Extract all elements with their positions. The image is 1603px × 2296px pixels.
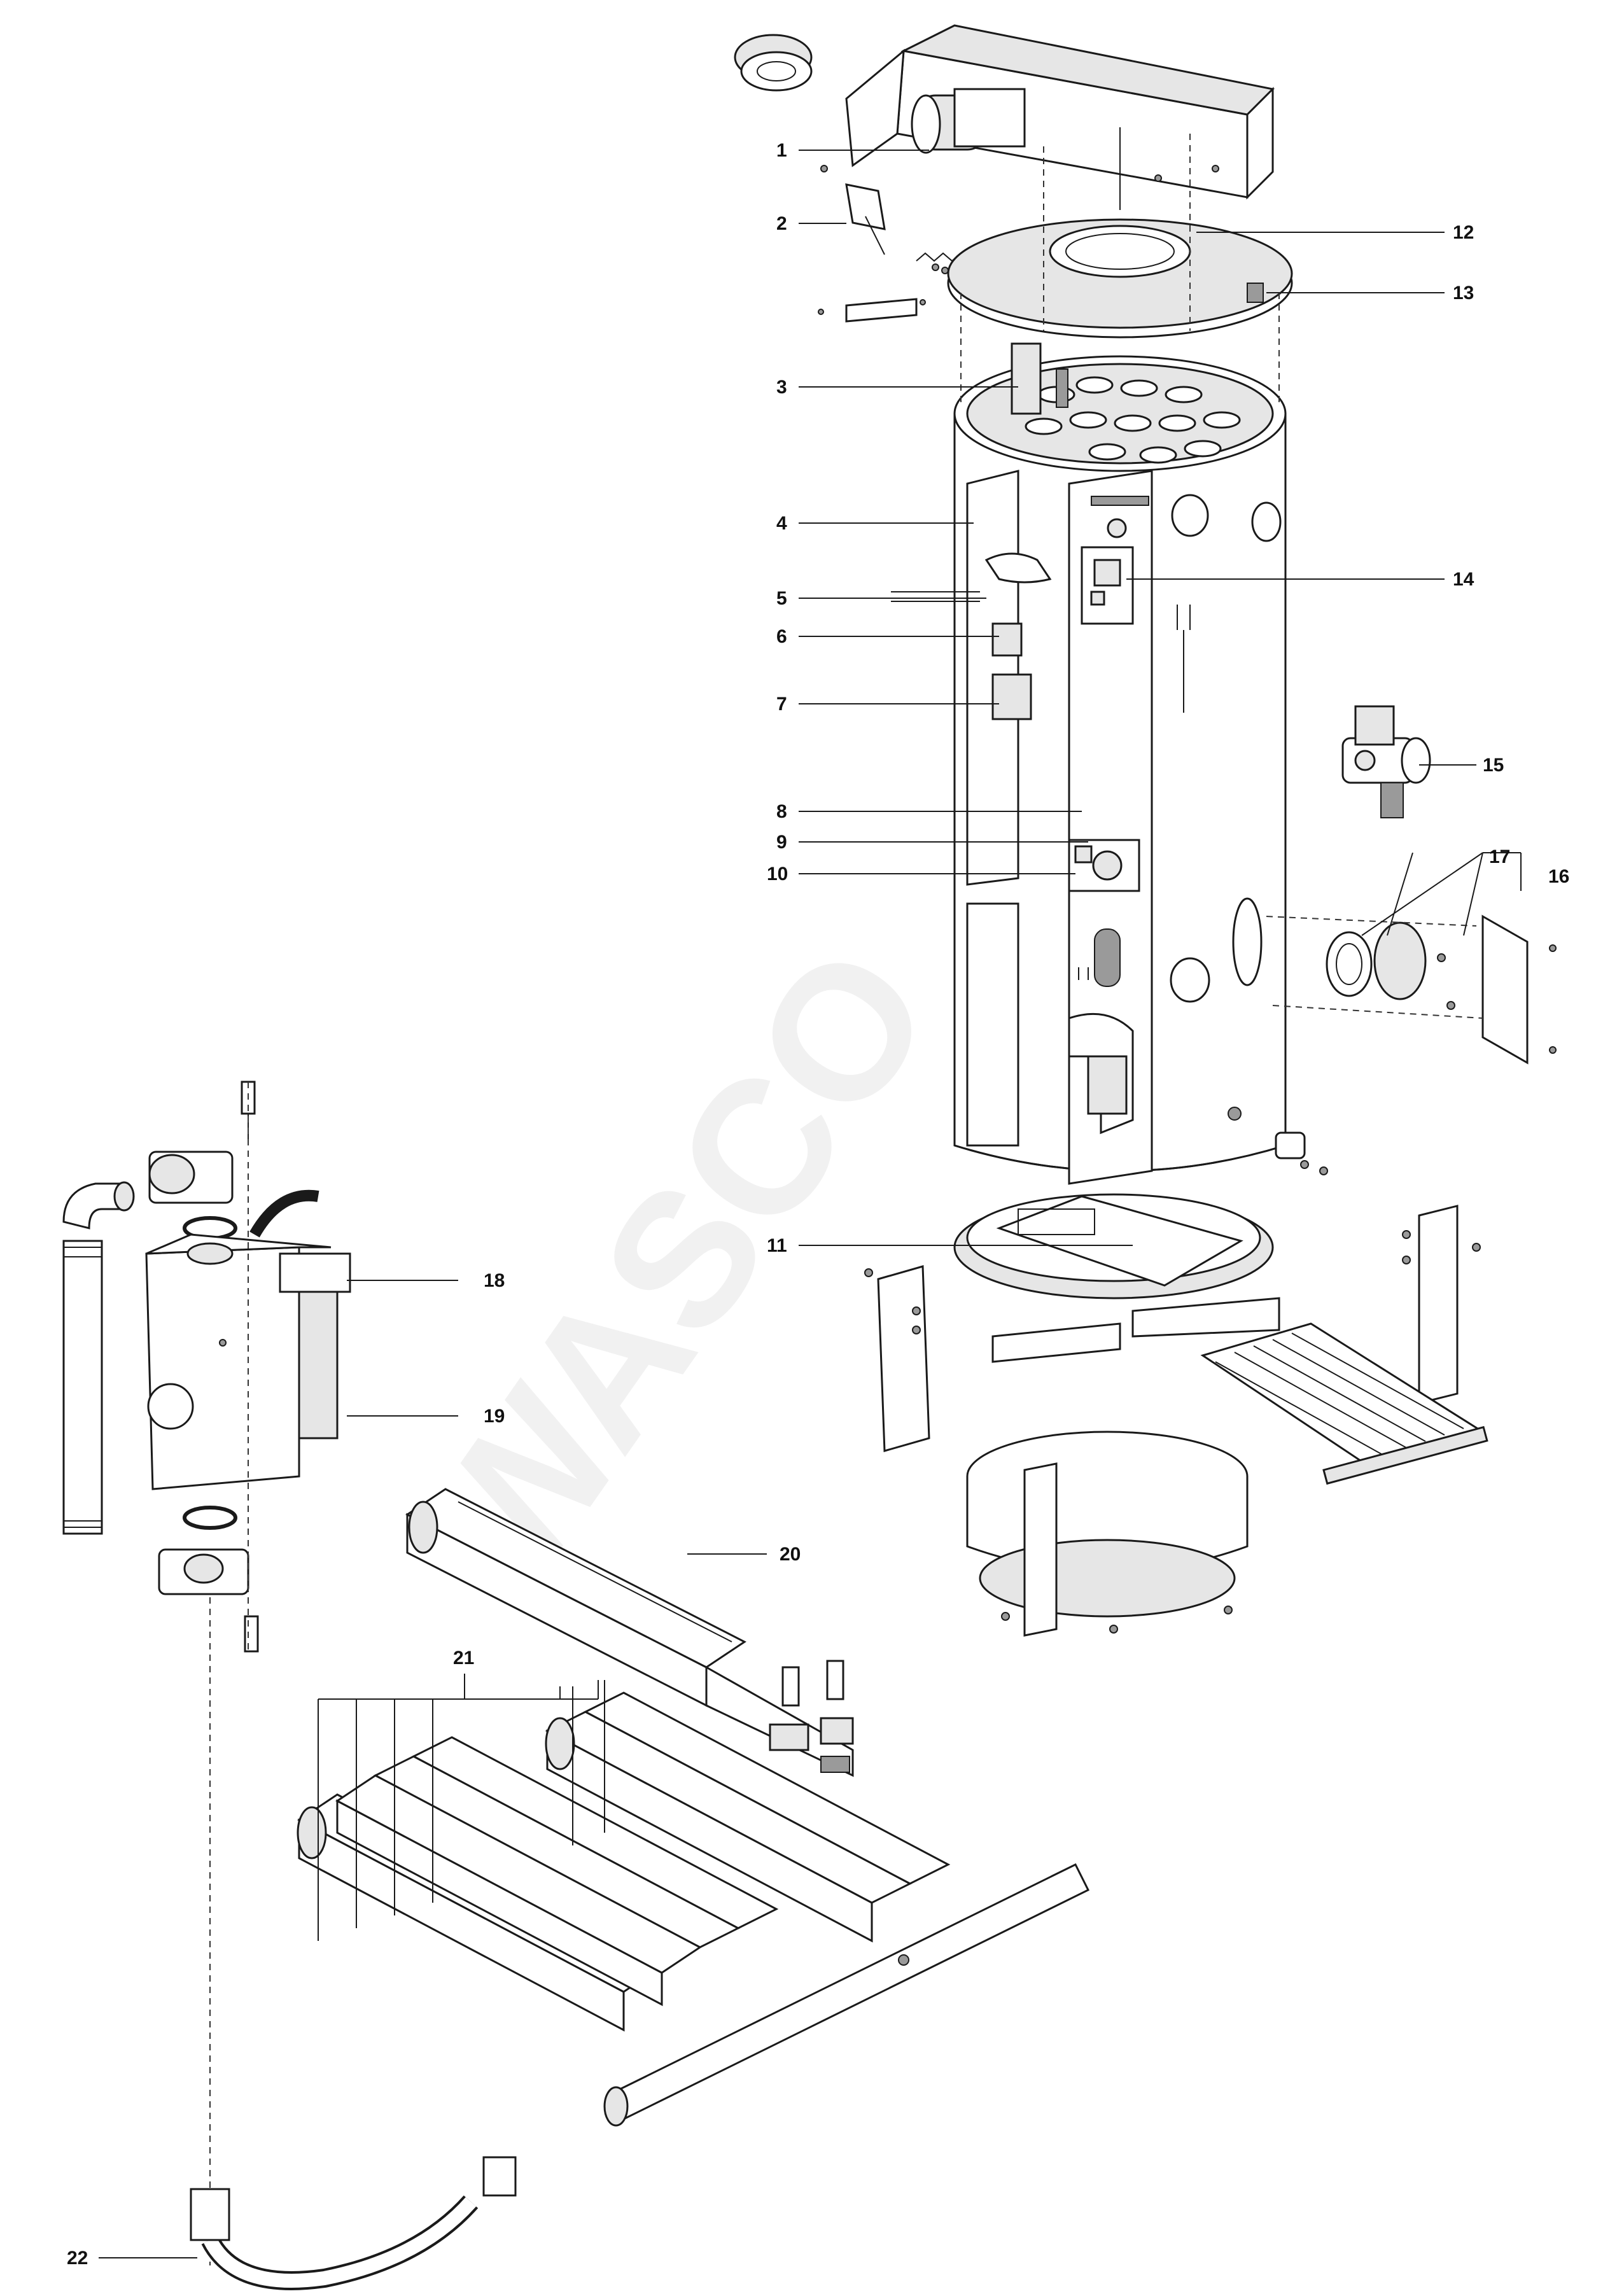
callout-4: 4 [776, 513, 787, 534]
burner-tray-pan [966, 1431, 1249, 1637]
o-ring-bottom [183, 1506, 237, 1530]
callout-3: 3 [776, 377, 787, 398]
burner-tray-support [991, 1297, 1280, 1363]
callout-21: 21 [453, 1648, 474, 1669]
single-burner [405, 1488, 854, 1777]
callout-labels: 1 2 3 4 5 6 7 8 9 10 11 12 13 14 15 16 1… [67, 140, 1569, 2269]
bracket-plate [818, 298, 926, 323]
drain-valve [1275, 1131, 1328, 1175]
callout-13: 13 [1453, 283, 1474, 304]
callout-16: 16 [1548, 866, 1569, 887]
flex-gas-connector [190, 2156, 517, 2290]
callout-7: 7 [776, 694, 787, 715]
mini-burner-manifold [1200, 1322, 1488, 1485]
right-side-bracket [1402, 1205, 1481, 1404]
burner-access-panel [1068, 1012, 1134, 1135]
callout-15: 15 [1483, 755, 1504, 776]
callout-19: 19 [484, 1406, 505, 1427]
callout-22: 22 [67, 2248, 88, 2269]
callout-12: 12 [1453, 222, 1474, 243]
gas-manifold-pipe [603, 1863, 1090, 2127]
control-panel-components [1081, 496, 1149, 625]
relief-valve [1341, 705, 1431, 818]
temperature-probe [1177, 605, 1191, 713]
pipe-elbow [62, 1181, 135, 1229]
gas-valve-assembly-tank [1068, 839, 1140, 987]
valve-flange-top [148, 1081, 256, 1204]
callout-1: 1 [776, 140, 787, 161]
tank-ports [1170, 494, 1282, 1121]
inlet-pipe-nipple [62, 1240, 103, 1535]
callout-9: 9 [776, 832, 787, 853]
callout-11: 11 [767, 1235, 787, 1256]
gas-control-valve [145, 1189, 351, 1490]
burner-orifice-fittings [769, 1660, 854, 1773]
flue-baffles [1011, 342, 1241, 464]
fan-housing-box [845, 24, 1275, 210]
callout-14: 14 [1453, 569, 1474, 590]
pressure-switch-bracket [820, 165, 962, 274]
draft-hood-flue-elbow [734, 34, 813, 92]
ignition-module [891, 552, 1052, 720]
callout-17: 17 [1489, 846, 1510, 867]
leader-lines [99, 150, 1522, 2258]
callout-18: 18 [484, 1270, 505, 1291]
anode-port-gasket-cover [1232, 897, 1557, 1065]
callout-10: 10 [767, 864, 788, 885]
callout-5: 5 [776, 588, 787, 609]
valve-flange-bottom [158, 1548, 259, 1653]
combustion-chamber-base-ring [953, 1193, 1274, 1299]
callout-20: 20 [780, 1544, 801, 1565]
callout-2: 2 [776, 213, 787, 234]
blower-motor [911, 88, 1026, 154]
callout-6: 6 [776, 626, 787, 647]
flue-collector-top-plate [947, 218, 1293, 339]
left-side-bracket [864, 1265, 930, 1452]
callout-8: 8 [776, 801, 787, 822]
burner-group [297, 1680, 951, 2032]
